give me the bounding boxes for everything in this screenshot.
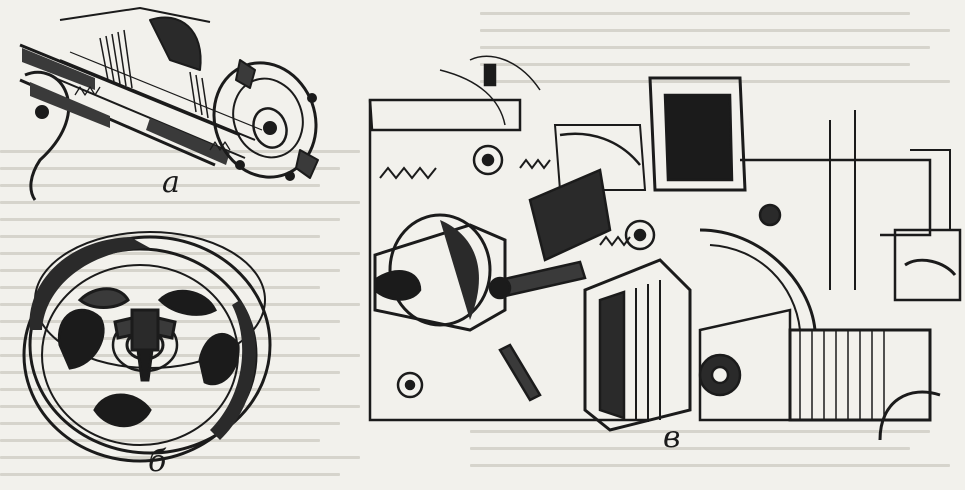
figure-label-v: в: [663, 420, 681, 455]
bleed-line: [0, 439, 320, 442]
bleed-line: [0, 405, 360, 408]
bleed-line: [470, 464, 950, 467]
bleed-line: [480, 80, 950, 83]
bleed-line: [480, 12, 910, 15]
bleed-line: [0, 201, 360, 204]
bleed-line: [480, 63, 910, 66]
figure-label-a: а: [162, 165, 180, 200]
bleed-line: [470, 430, 930, 433]
bleed-line: [0, 286, 320, 289]
bleed-line: [480, 46, 930, 49]
headstock-mechanism-drawing: [368, 55, 962, 441]
bleed-line: [0, 150, 360, 153]
bleed-line: [0, 184, 320, 187]
bleed-line: [470, 447, 910, 450]
figure-label-b: б: [148, 444, 167, 479]
bleed-line: [0, 422, 340, 425]
bleed-line: [0, 269, 340, 272]
bleed-line: [0, 252, 360, 255]
bleed-line: [0, 167, 340, 170]
bleed-line: [0, 388, 320, 391]
pulley-wheel-drawing: [22, 231, 272, 463]
spindle-assembly-drawing: [19, 7, 319, 201]
bleed-line: [0, 371, 340, 374]
bleed-line: [0, 456, 360, 459]
bleed-line: [480, 29, 950, 32]
bleed-line: [0, 473, 340, 476]
bleed-line: [0, 218, 340, 221]
bleed-line: [0, 354, 360, 357]
